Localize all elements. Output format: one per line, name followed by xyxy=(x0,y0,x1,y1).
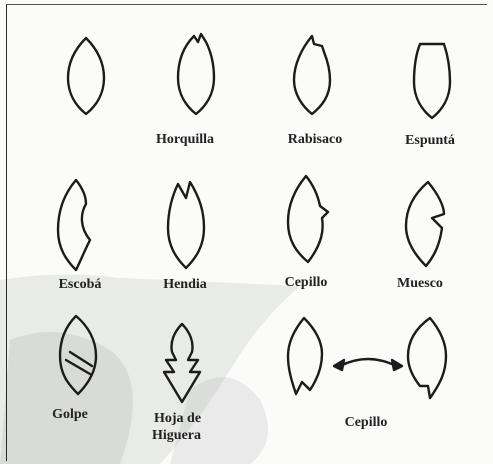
leaf-rabisaco-icon xyxy=(290,32,336,116)
label-cepillo-1: Cepillo xyxy=(266,274,346,291)
leaf-cepillo-right-icon xyxy=(404,314,450,400)
leaf-muesco-icon xyxy=(402,178,450,268)
leaf-normal-icon xyxy=(64,36,108,116)
label-rabisaco: Rabisaco xyxy=(270,131,360,148)
label-golpe: Golpe xyxy=(30,406,110,423)
double-arrow-icon xyxy=(330,350,406,384)
leaf-golpe-icon xyxy=(56,312,102,396)
label-muesco: Muesco xyxy=(380,275,460,292)
leaf-cepillo-left-icon xyxy=(284,314,326,396)
leaf-escoba-icon xyxy=(52,178,102,272)
label-espunta: Espuntá xyxy=(385,132,475,149)
label-horquilla: Horquilla xyxy=(140,131,230,148)
label-escoba: Escobá xyxy=(40,276,120,293)
label-hoja-de-higuera-line2: Higuera xyxy=(152,427,201,444)
label-hoja-de-higuera-line1: Hoja de xyxy=(154,410,201,427)
label-cepillo-2: Cepillo xyxy=(326,414,406,431)
label-hendia: Hendia xyxy=(145,276,225,293)
leaf-cepillo-icon xyxy=(284,172,334,266)
leaf-hendia-icon xyxy=(164,178,210,272)
leaf-espunta-icon xyxy=(412,40,452,120)
leaf-horquilla-icon xyxy=(174,32,218,116)
leaf-hoja-de-higuera-icon xyxy=(160,320,206,404)
